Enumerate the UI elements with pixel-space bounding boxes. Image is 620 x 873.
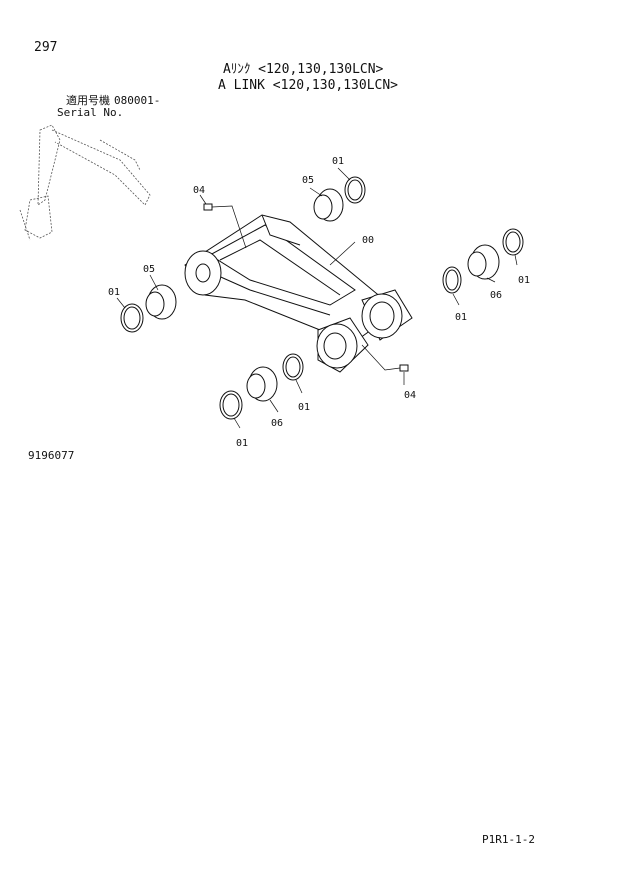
callout-01-lower-left: 01 [236,438,248,449]
applicability-serial: 080001- [114,94,161,107]
callout-01-top: 01 [332,156,344,167]
callout-06-right: 06 [490,290,502,301]
title-japanese: Aﾘﾝｸ <120,130,130LCN> [223,62,384,77]
callout-04-right: 04 [404,390,416,401]
callout-04-top: 04 [193,185,205,196]
callout-01-lower-middle: 01 [298,402,310,413]
serial-no-label: Serial No. [57,106,124,119]
excavator-thumbnail [19,124,151,241]
callout-01-right-inner: 01 [455,312,467,323]
callout-labels: 01 01 01 01 01 01 04 04 05 05 06 06 00 [108,156,530,449]
callout-00: 00 [362,235,374,246]
callout-05-top: 05 [302,175,314,186]
a-link-body [184,214,413,373]
callout-06-lower: 06 [271,418,283,429]
callout-01-left: 01 [108,287,120,298]
figure-number: 9196077 [28,449,75,462]
page-code: P1R1-1-2 [482,833,535,846]
callout-01-right-outer: 01 [518,275,530,286]
applicability-label-jp: 適用号機 [66,94,110,107]
leader-lines [116,167,518,429]
callout-05-left: 05 [143,264,155,275]
title-english: A LINK <120,130,130LCN> [218,78,399,93]
page-number: 297 [34,40,58,55]
parts [120,176,524,420]
